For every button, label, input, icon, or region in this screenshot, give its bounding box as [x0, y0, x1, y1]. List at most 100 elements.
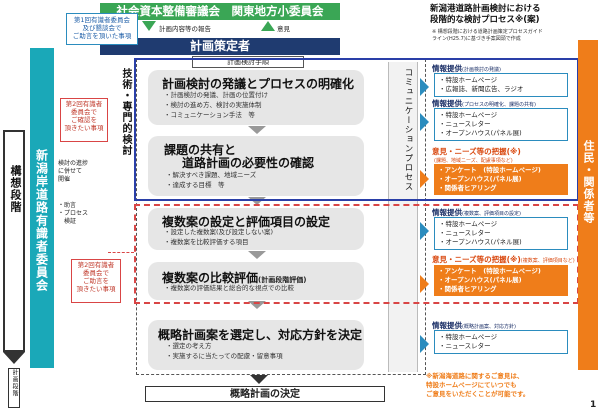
- info-3-small: (複数案、評価項目の設定): [462, 211, 521, 217]
- step-5-bullet-2: ・実施するに当たっての配慮・留意事項: [166, 352, 283, 360]
- report-label: 計画内容等の報告: [159, 25, 211, 33]
- committee-label: 新潟岸道路有識者委員会: [34, 148, 49, 292]
- step-5-bullet-1: ・選定の考え方: [166, 342, 212, 350]
- info-1-box: ・特設ホームページ ・広報誌、新聞広告、ラジオ: [434, 73, 568, 97]
- residents-label: 住民・関係者等: [582, 140, 595, 224]
- step-1-arrow-icon: [248, 126, 266, 134]
- info-3-title: 情報提供: [432, 208, 462, 217]
- report-arrow-icon: [142, 21, 156, 31]
- info-2-item-2: ・ニュースレター: [439, 120, 491, 128]
- opinion-arrow-icon: [261, 21, 275, 31]
- info-2-small: (プロセスの明確化、課題の共有): [462, 102, 536, 108]
- ike-1-box: ・アンケート (特設ホームページ) ・オープンハウス(パネル展) ・関係者ヒアリ…: [434, 164, 568, 195]
- ike-2-small: (複数案、評価項目など): [520, 258, 575, 264]
- step-3-bullet-2: ・複数案を比較評価する項目: [164, 238, 249, 246]
- step-5: 概略計画案を選定し、対応方針を決定 ・選定の考え方 ・実施するに当たっての配慮・…: [148, 320, 364, 370]
- ike-1-title: 意見・ニーズ等の把握(※): [432, 147, 521, 156]
- ike-1-small: (課題、地域ニーズ、配慮事項など): [434, 158, 513, 164]
- step-2-arrow-icon: [248, 197, 266, 205]
- info-4-small: (概略計画案、対応方針): [462, 324, 516, 330]
- info-3-item-3: ・オープンハウス(パネル展): [439, 238, 522, 246]
- ike-2-item-1: ・アンケート (特設ホームページ): [438, 267, 541, 275]
- opinion-label: 意見: [277, 25, 290, 33]
- ike-2-box: ・アンケート (特設ホームページ) ・オープンハウス(パネル展) ・関係者ヒアリ…: [434, 265, 568, 296]
- ike-2-title: 意見・ニーズ等の把握(※): [432, 255, 521, 264]
- diagram-title: 新潟港道路計画検討における 段階的な検討プロセス※(案): [430, 4, 541, 25]
- ike-1-item-1: ・アンケート (特設ホームページ): [438, 166, 541, 174]
- plan-maker-bar: 計画策定者: [100, 38, 340, 55]
- info-1-small: (計画検討の発議): [462, 67, 501, 73]
- step-4-bullet-1: ・複数案の評価結果と総合的な視点での比較: [164, 284, 294, 292]
- step-1: 計画検討の発議とプロセスの明確化 ・計画検討の発議、計画の位置付け ・検討の進め…: [148, 70, 364, 125]
- info-2-box: ・特設ホームページ ・ニュースレター ・オープンハウス(パネル展): [434, 108, 568, 141]
- progress-note: 検討の進捗 に併せて 開催: [58, 160, 89, 183]
- step-2-bullet-2: ・達成する目標 等: [166, 181, 225, 189]
- step-1-title: 計画検討の発議とプロセスの明確化: [162, 77, 355, 91]
- stage-label: 構想段階: [9, 165, 22, 213]
- tech-label: 技術・専門的検討: [120, 68, 131, 156]
- info-arrow-2-icon: [420, 113, 429, 131]
- step-4-title-row: 複数案の比較評価(計画段階評価): [162, 267, 306, 286]
- step-1-bullet-3: ・コミュニケーション手法 等: [164, 111, 255, 119]
- step-3: 複数案の設定と評価項目の設定 ・設定した複数案(及び設定しない案) ・複数案を比…: [148, 208, 364, 250]
- info-1-title: 情報提供: [432, 64, 462, 73]
- info-1-item-2: ・広報誌、新聞広告、ラジオ: [439, 85, 524, 93]
- step-1-bullet-2: ・検討の進め方、検討の実施体制: [164, 101, 262, 109]
- info-4-head: 情報提供(概略計画案、対応方針): [432, 320, 516, 331]
- diagram-note: ※ 構想段階における道路計画策定プロセスガイド ライン(H25.7)に基づき手案…: [432, 29, 543, 42]
- step-4: 複数案の比較評価(計画段階評価) ・複数案の評価結果と総合的な視点での比較: [148, 262, 364, 300]
- info-arrow-3-icon: [420, 222, 429, 240]
- red-connector: [108, 252, 134, 253]
- info-4-item-1: ・特設ホームページ: [439, 333, 498, 341]
- final-arrow-icon: [250, 375, 268, 384]
- info-1-head: 情報提供(計画検討の発議): [432, 63, 501, 74]
- info-1-item-1: ・特設ホームページ: [439, 76, 498, 84]
- residents-column: [578, 40, 598, 370]
- council-bar: 社会資本整備審議会 関東地方小委員会: [100, 3, 340, 20]
- ike-2-item-2: ・オープンハウス(パネル展): [438, 276, 522, 284]
- ike-1-head: 意見・ニーズ等の把握(※): [432, 146, 521, 157]
- info-2-head: 情報提供(プロセスの明確化、課題の共有): [432, 98, 536, 109]
- info-4-box: ・特設ホームページ ・ニュースレター: [434, 330, 568, 354]
- ike-1-item-3: ・関係者ヒアリング: [438, 184, 497, 192]
- info-4-item-2: ・ニュースレター: [439, 342, 491, 350]
- meeting-box: 第1回有識者委員会 及び懇談会で ご助言を頂いた事項: [66, 13, 138, 45]
- planning-stage-label: 計画段階: [8, 368, 20, 408]
- info-2-title: 情報提供: [432, 99, 462, 108]
- second-meeting-confirm-box: 第2回有識者 委員会で ご確認を 頂きたい事項: [60, 98, 108, 142]
- second-meeting-advice-box: 第2回有識者 委員会で ご助言を 頂きたい事項: [71, 259, 121, 303]
- advice-item-1: ・助言: [58, 202, 77, 209]
- footnote: ※新潟海道路に関するご意見は、 特設ホームページにていつでも ご意見をいただくこ…: [426, 372, 530, 398]
- step-4-title: 複数案の比較評価: [162, 271, 259, 285]
- step-3-bullet-1: ・設定した複数案(及び設定しない案): [164, 228, 274, 236]
- step-3-arrow-icon: [248, 251, 266, 259]
- info-3-head: 情報提供(複数案、評価項目の設定): [432, 207, 521, 218]
- info-3-box: ・特設ホームページ ・ニュースレター ・オープンハウス(パネル展): [434, 217, 568, 250]
- page-number: 1: [590, 400, 597, 410]
- step-2-bullet-1: ・解決すべき課題、地域ニーズ: [166, 171, 257, 179]
- info-2-item-1: ・特設ホームページ: [439, 111, 498, 119]
- ike-arrow-2-icon: [420, 275, 429, 293]
- stage-column: [3, 130, 25, 352]
- final-bar: 概略計画の決定: [145, 386, 385, 402]
- ike-2-head: 意見・ニーズ等の把握(※)(複数案、評価項目など): [432, 254, 575, 265]
- info-arrow-4-icon: [420, 335, 429, 353]
- step-2-title-2: 道路計画の必要性の確認: [182, 156, 315, 170]
- step-1-bullet-1: ・計画検討の発議、計画の位置付け: [164, 91, 268, 99]
- ike-1-item-2: ・オープンハウス(パネル展): [438, 175, 522, 183]
- step-2: 課題の共有と 道路計画の必要性の確認 ・解決すべき課題、地域ニーズ ・達成する目…: [148, 136, 364, 196]
- info-2-item-3: ・オープンハウス(パネル展): [439, 129, 522, 137]
- step-4-arrow-icon: [248, 301, 266, 309]
- advice-item-2: ・プロセス 検証: [58, 210, 89, 225]
- step-4-title-small: (計画段階評価): [258, 276, 307, 284]
- ike-2-item-3: ・関係者ヒアリング: [438, 285, 497, 293]
- step-3-title: 複数案の設定と評価項目の設定: [162, 215, 331, 229]
- committee-column: [30, 48, 54, 368]
- step-2-title-1: 課題の共有と: [164, 143, 237, 157]
- info-3-item-1: ・特設ホームページ: [439, 220, 498, 228]
- info-arrow-1-icon: [420, 78, 429, 96]
- step-5-title: 概略計画案を選定し、対応方針を決定: [158, 328, 363, 342]
- info-3-item-2: ・ニュースレター: [439, 229, 491, 237]
- comm-column: [388, 62, 418, 372]
- info-4-title: 情報提供: [432, 321, 462, 330]
